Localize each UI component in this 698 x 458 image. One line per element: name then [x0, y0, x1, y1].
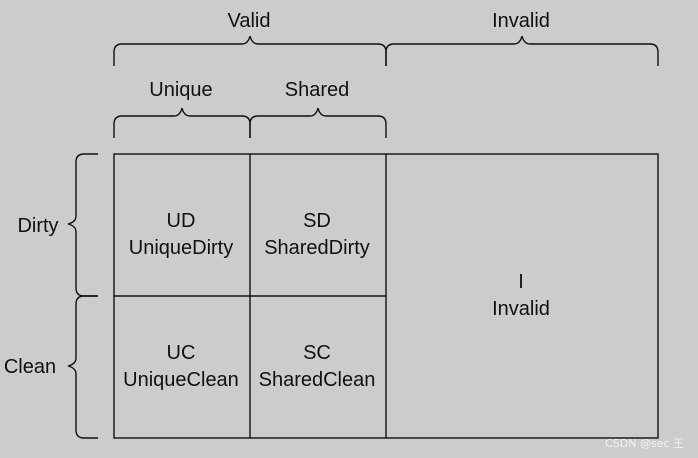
clean-brace [67, 295, 98, 439]
unique-label: Unique [149, 79, 212, 101]
valid-brace [113, 35, 387, 66]
dirty-brace [67, 153, 98, 297]
cell-sd-name: SharedDirty [264, 237, 370, 259]
cell-i-abbr: I [518, 271, 524, 293]
invalid-label: Invalid [492, 10, 550, 32]
valid-label: Valid [228, 10, 271, 32]
shared-label: Shared [285, 79, 350, 101]
cell-sc-abbr: SC [303, 342, 331, 364]
watermark: CSDN @sec 王 [605, 437, 684, 450]
invalid-brace [385, 35, 659, 66]
cell-sd-abbr: SD [303, 210, 331, 232]
cell-ud-abbr: UD [167, 210, 196, 232]
unique-brace [113, 107, 251, 138]
clean-label: Clean [4, 356, 56, 378]
shared-brace [249, 107, 387, 138]
cell-uc-abbr: UC [167, 342, 196, 364]
cell-uc-name: UniqueClean [123, 369, 239, 391]
dirty-label: Dirty [17, 215, 58, 237]
cell-sc-name: SharedClean [259, 369, 376, 391]
cell-i-name: Invalid [492, 298, 550, 320]
cell-ud-name: UniqueDirty [129, 237, 233, 259]
